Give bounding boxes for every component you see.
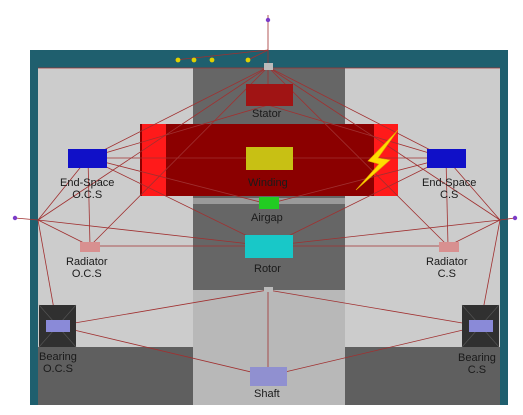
winding-label: Winding: [248, 177, 288, 189]
bearing-ocs-label-line2: O.C.S: [42, 363, 73, 375]
rotor-label: Rotor: [254, 263, 281, 275]
frame-top-bar: [30, 50, 508, 68]
top-connector-3: [209, 57, 215, 63]
airgap-node: [259, 197, 279, 209]
radiator-cs-label-line1: Radiator: [426, 256, 468, 268]
lightning-bolt-icon: [355, 129, 399, 191]
airgap-label: Airgap: [251, 212, 283, 224]
bottom-right-region: [345, 347, 500, 405]
endspace-cs-label-line1: End-Space: [422, 177, 477, 189]
endspace-ocs-label-line2: O.C.S: [72, 189, 103, 201]
radiator-ocs-label-line1: Radiator: [66, 256, 108, 268]
stator-node: [246, 84, 293, 106]
winding-red-left: [142, 124, 166, 196]
endspace-ocs-node: [68, 149, 107, 168]
shaft-node: [250, 367, 287, 386]
radiator-ocs-label-line2: O.C.S: [71, 268, 102, 280]
wire-network: [14, 15, 516, 377]
top-connector-4: [245, 57, 251, 63]
radiator-cs-label-line2: C.S: [437, 268, 456, 280]
endspace-cs-label: End-Space C.S: [422, 177, 476, 201]
bearing-cs-label: Bearing C.S: [458, 352, 496, 376]
endspace-ocs-label: End-Space O.C.S: [60, 177, 114, 201]
shaft-label: Shaft: [254, 388, 280, 400]
bearing-ocs-node: [46, 320, 70, 332]
radiator-ocs-node: [80, 242, 100, 252]
top-connector-2: [191, 57, 197, 63]
radiator-ocs-label: Radiator O.C.S: [66, 256, 108, 280]
endspace-ocs-label-line1: End-Space: [60, 177, 115, 189]
bearing-cs-node: [469, 320, 493, 332]
top-source: [265, 17, 271, 23]
rotor-terminal: [264, 287, 273, 292]
bearing-ocs-label: Bearing O.C.S: [39, 351, 77, 375]
stator-label: Stator: [252, 108, 282, 120]
bottom-left-region: [38, 347, 193, 405]
left-source: [12, 215, 18, 221]
right-source: [512, 215, 518, 221]
winding-node: [246, 147, 293, 170]
frame-right-bar: [500, 50, 508, 405]
endspace-cs-label-line2: C.S: [440, 189, 459, 201]
top-connector-1: [175, 57, 181, 63]
rotor-node: [245, 235, 293, 258]
bearing-cs-label-line2: C.S: [467, 364, 487, 376]
radiator-cs-node: [439, 242, 459, 252]
radiator-cs-label: Radiator C.S: [426, 256, 468, 280]
bearing-cs-label-line1: Bearing: [458, 352, 496, 364]
endspace-cs-node: [427, 149, 466, 168]
frame-left-bar: [30, 50, 38, 405]
top-terminal: [264, 63, 273, 70]
bearing-ocs-label-line1: Bearing: [39, 351, 77, 363]
